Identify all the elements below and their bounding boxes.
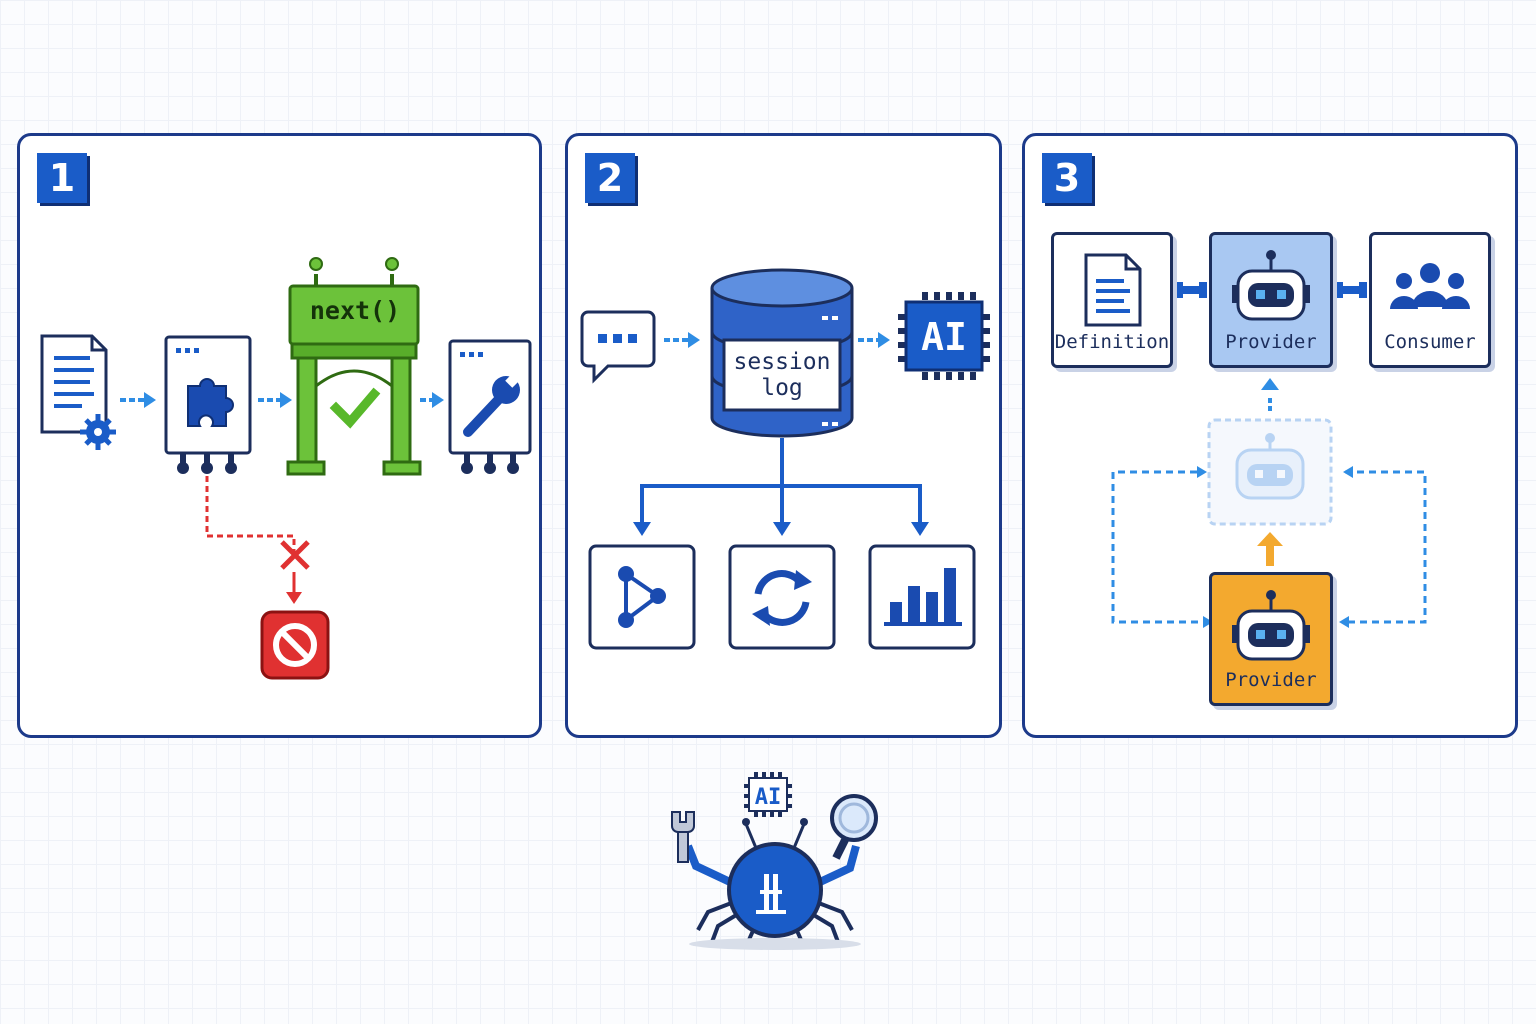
mascot-ai-label: AI — [755, 785, 782, 810]
ai-chip-label: AI — [921, 315, 967, 359]
blocked-stop-icon — [260, 610, 330, 680]
mascot-wrench-icon — [671, 811, 695, 863]
session-log-label-line1: session — [733, 349, 831, 375]
middleware-flow-diagram — [40, 257, 532, 680]
document-icon — [1084, 253, 1142, 327]
flow-arrow — [664, 332, 890, 348]
session-log-diagram: AI — [580, 268, 990, 650]
crab-mascot: AI — [671, 772, 878, 950]
session-log-database-icon — [710, 268, 854, 438]
provider-contract-diagram — [1111, 282, 1427, 628]
tool-chip-icon — [448, 339, 532, 474]
cross-icon — [280, 540, 310, 570]
middleware-gate-icon — [286, 257, 422, 476]
robot-icon — [1232, 250, 1310, 321]
session-log-label: session log — [718, 349, 846, 401]
robot-icon — [1232, 590, 1310, 661]
promote-arrow — [1257, 532, 1283, 566]
pending-provider-ghost — [1207, 418, 1333, 526]
fan-out-arrows — [633, 438, 929, 536]
mascot-magnifier-icon — [830, 794, 878, 860]
upgrade-arrow — [1261, 378, 1279, 412]
ai-chip-icon: AI — [898, 292, 990, 380]
step-badge-3: 3 — [1042, 153, 1092, 203]
session-log-label-line2: log — [761, 375, 803, 401]
gear-icon — [80, 414, 116, 450]
consumer-tile: Consumer — [1369, 232, 1491, 368]
sync-tile — [728, 544, 836, 650]
request-document-icon — [40, 334, 108, 434]
next-function-label: next() — [309, 296, 401, 325]
provider-label: Provider — [1225, 331, 1317, 353]
step-badge-1: 1 — [37, 153, 87, 203]
step-badge-2: 2 — [585, 153, 635, 203]
provider-tile: Provider — [1209, 232, 1333, 368]
panel-provider-contract: 3 — [1022, 133, 1518, 738]
new-provider-label: Provider — [1225, 669, 1317, 691]
users-group-icon — [1390, 263, 1470, 309]
definition-tile: Definition — [1051, 232, 1173, 368]
panel-middleware-gate: 1 — [17, 133, 542, 738]
mascot-emblem-icon — [756, 874, 786, 914]
checkmark-icon — [329, 387, 381, 429]
consumer-label: Consumer — [1384, 331, 1476, 353]
bar-chart-icon — [890, 568, 956, 622]
new-provider-tile: Provider — [1209, 572, 1333, 706]
plugin-chip-icon — [164, 335, 252, 474]
wrench-icon — [463, 372, 521, 437]
flow-arrow — [120, 392, 444, 408]
chat-bubble-icon — [580, 310, 656, 384]
definition-label: Definition — [1054, 331, 1170, 353]
mascot-ai-chip-icon: AI — [744, 772, 792, 817]
analytics-tile — [868, 544, 976, 650]
rejection-path — [205, 476, 310, 604]
panel-session-log: 2 — [565, 133, 1002, 738]
graph-node-tile — [588, 544, 696, 650]
swap-loop — [1111, 470, 1427, 624]
